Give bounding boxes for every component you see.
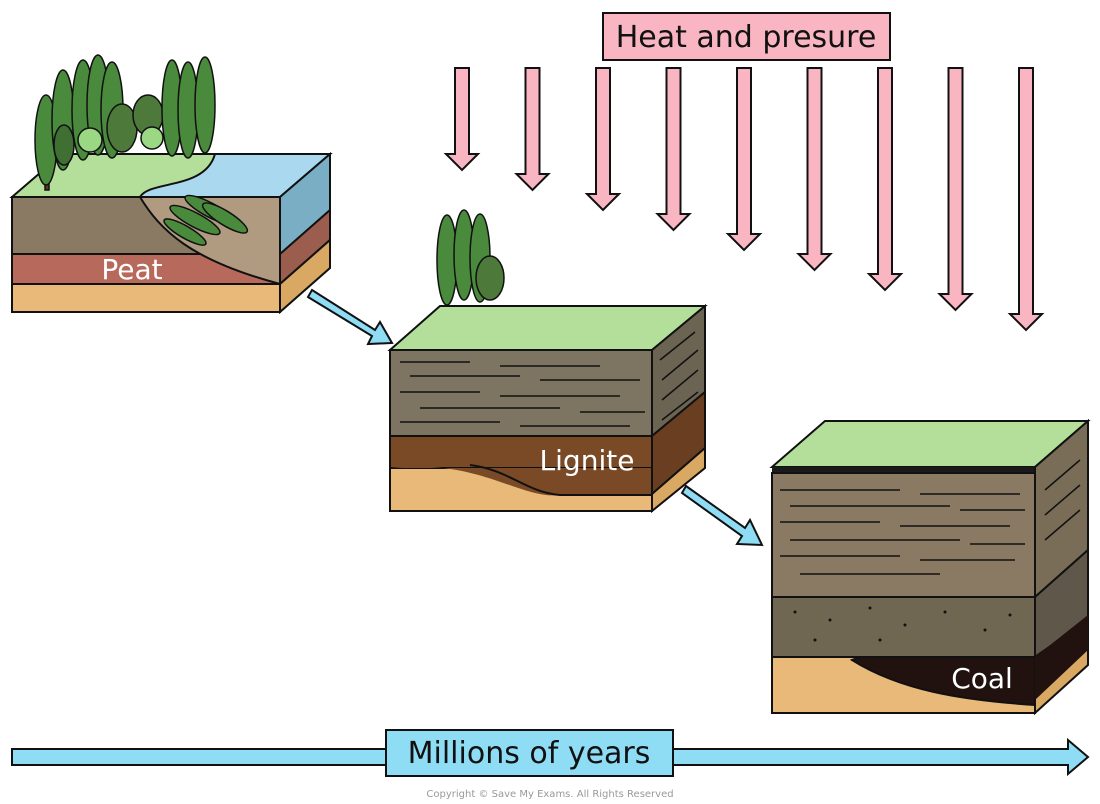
coal-block: Coal	[769, 418, 1091, 716]
pressure-arrow	[514, 67, 551, 192]
pressure-arrow	[937, 67, 974, 312]
peat-trees	[34, 54, 216, 191]
peat-label: Peat	[101, 253, 162, 286]
heat-pressure-label: Heat and presure	[616, 20, 877, 55]
peat-block: Peat	[9, 54, 333, 315]
heat-pressure-label-box	[602, 12, 891, 61]
lignite-label: Lignite	[540, 444, 635, 477]
copyright-text: Copyright © Save My Exams. All Rights Re…	[426, 789, 673, 800]
pressure-arrow	[584, 67, 622, 212]
coal-label: Coal	[951, 662, 1013, 695]
timeline-label: Millions of years	[408, 736, 651, 771]
pressure-arrow	[796, 67, 833, 272]
transition-arrow-1	[306, 288, 394, 346]
pressure-arrow	[725, 67, 763, 252]
pressure-arrow	[1007, 67, 1045, 332]
pressure-arrow	[866, 67, 904, 292]
pressure-arrow	[443, 67, 481, 172]
pressure-arrow	[655, 67, 692, 232]
pressure-arrows	[443, 67, 1045, 332]
timeline-arrow: Millions of years	[11, 729, 1090, 777]
transition-arrow-2	[680, 484, 764, 547]
lignite-block: Lignite	[387, 209, 708, 514]
